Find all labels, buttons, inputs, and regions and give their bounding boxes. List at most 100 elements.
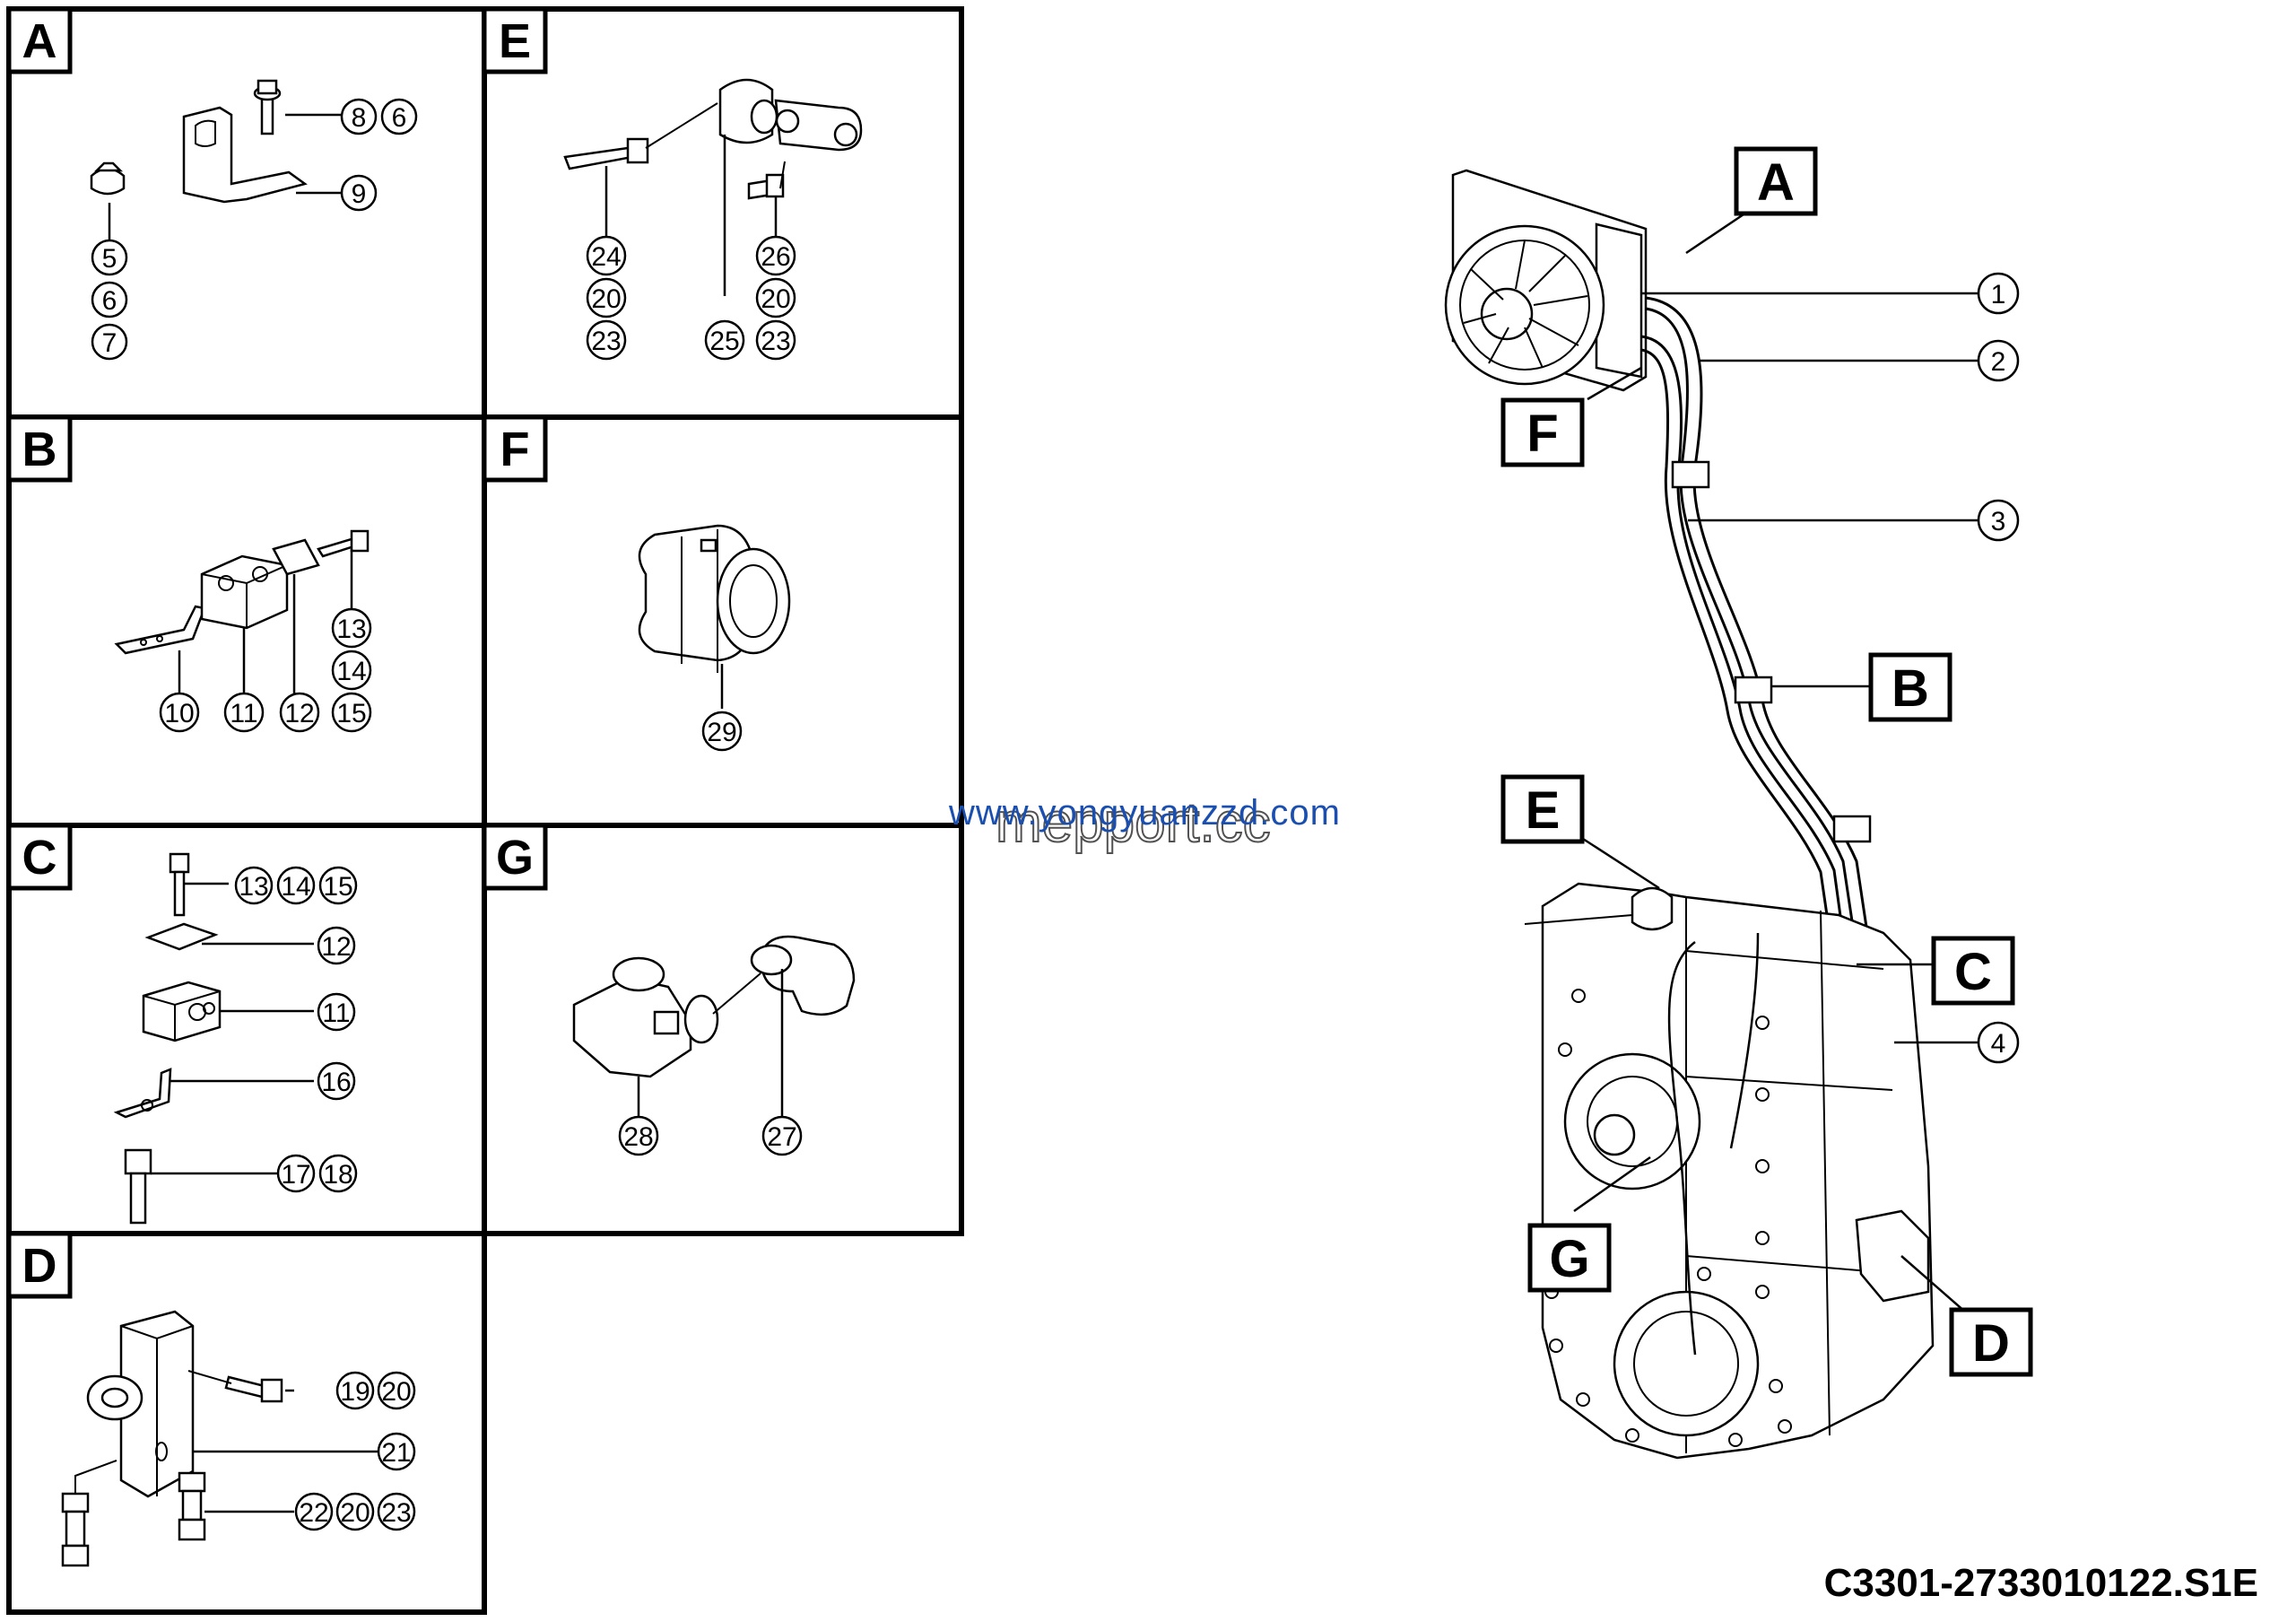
panel-c-drawing: [113, 852, 314, 1225]
callout: 19: [335, 1371, 375, 1410]
svg-text:11: 11: [322, 998, 350, 1028]
callout: 17: [276, 1154, 316, 1193]
callout: 25: [704, 319, 745, 361]
long-bolt: [563, 146, 634, 170]
drawing-code: C3301-2733010122.S1E: [1823, 1561, 2258, 1605]
callout: 27: [761, 1115, 803, 1156]
panel-tab-g: G: [482, 823, 548, 891]
filter-line: [1667, 941, 1697, 1356]
main-label-g: G: [1527, 1223, 1612, 1293]
clamp-block: [142, 981, 222, 1042]
svg-text:8: 8: [352, 103, 367, 133]
output-flange: [1563, 1052, 1701, 1190]
main-leaders: [1573, 209, 1979, 1320]
main-label-e: E: [1500, 774, 1585, 844]
callout: 6: [91, 281, 128, 318]
callout: 16: [317, 1061, 356, 1101]
svg-text:15: 15: [336, 699, 366, 728]
panel-c-label: C: [22, 831, 57, 885]
svg-text:29: 29: [707, 718, 736, 747]
callout: 23: [755, 319, 796, 361]
top-plate: [144, 922, 219, 951]
svg-text:13: 13: [336, 615, 366, 644]
main-label-a: A: [1734, 146, 1818, 216]
callout: 12: [317, 926, 356, 965]
panel-a-label: A: [22, 14, 57, 68]
panel-g-drawing: [572, 935, 856, 1117]
rear-mount: [1855, 1209, 1930, 1303]
svg-text:19: 19: [340, 1377, 370, 1407]
svg-text:20: 20: [340, 1498, 370, 1528]
callout: 6: [380, 98, 418, 135]
hose-clamp-2: [1734, 676, 1773, 704]
bracket: [113, 1068, 172, 1119]
panel-tab-a: A: [6, 6, 73, 74]
panel-g-label: G: [496, 831, 534, 885]
main-label-g-text: G: [1549, 1230, 1589, 1288]
main-label-f: F: [1500, 397, 1585, 467]
main-label-e-text: E: [1526, 781, 1561, 840]
callout: 20: [755, 277, 796, 318]
panel-tab-f: F: [482, 414, 548, 483]
bolt-head: [169, 852, 190, 874]
svg-text:18: 18: [323, 1160, 352, 1190]
svg-text:15: 15: [323, 872, 352, 902]
callout: 13: [234, 866, 274, 905]
callout: 22: [294, 1492, 334, 1531]
callout: 1: [1977, 272, 2020, 315]
main-label-f-text: F: [1526, 405, 1558, 463]
svg-text:20: 20: [381, 1377, 411, 1407]
hose-3: [1640, 335, 1848, 956]
callout: 24: [586, 235, 627, 276]
callout: 3: [1977, 499, 2020, 542]
svg-text:6: 6: [102, 286, 117, 316]
svg-text:14: 14: [281, 872, 310, 902]
callout: 7: [91, 323, 128, 361]
plug-nut: [90, 167, 126, 196]
mounting-bracket: [182, 106, 308, 204]
svg-text:25: 25: [709, 327, 739, 356]
callout: 23: [586, 319, 627, 361]
panel-tab-c: C: [6, 823, 73, 891]
panel-f-drawing: [638, 524, 791, 709]
panel-a-frame: [6, 6, 487, 420]
svg-text:3: 3: [1991, 507, 2006, 536]
svg-text:22: 22: [299, 1498, 328, 1528]
panel-tab-d: D: [6, 1231, 73, 1299]
pump-cover: [1613, 1290, 1760, 1437]
hose-clamp-3: [1832, 815, 1872, 843]
clamp-block: [200, 554, 289, 630]
panel-g-frame: [482, 823, 964, 1236]
panel-frames: [6, 6, 964, 1615]
panel-d-drawing: [61, 1310, 395, 1567]
callout: 9: [340, 174, 378, 212]
panel-b-drawing: [114, 529, 370, 700]
callout: 26: [755, 235, 796, 276]
callout: 11: [317, 992, 356, 1032]
callout: 20: [335, 1492, 375, 1531]
stud-bolt-2: [178, 1471, 206, 1493]
callout: 15: [318, 866, 358, 905]
svg-text:10: 10: [164, 699, 194, 728]
main-label-d-text: D: [1972, 1314, 2010, 1373]
hose-2: [1645, 296, 1872, 952]
front-mount: [1631, 886, 1674, 931]
panel-b-label: B: [22, 423, 57, 476]
callout: 12: [279, 692, 320, 733]
svg-text:17: 17: [281, 1160, 310, 1190]
callout: 11: [223, 692, 265, 733]
svg-text:1: 1: [1991, 280, 2006, 310]
svg-text:12: 12: [321, 932, 351, 962]
watermark-mepport: mepport.cc: [995, 791, 1272, 855]
main-label-b: B: [1868, 652, 1952, 722]
clamp-plate: [272, 538, 320, 576]
main-label-d: D: [1949, 1307, 2033, 1377]
angle-plate: [114, 605, 206, 655]
svg-text:14: 14: [336, 657, 366, 686]
svg-text:16: 16: [321, 1068, 351, 1097]
callout: 8: [340, 98, 378, 135]
svg-text:21: 21: [381, 1438, 411, 1468]
svg-text:9: 9: [352, 179, 367, 209]
callout: 20: [586, 277, 627, 318]
callout: 2: [1977, 339, 2020, 382]
